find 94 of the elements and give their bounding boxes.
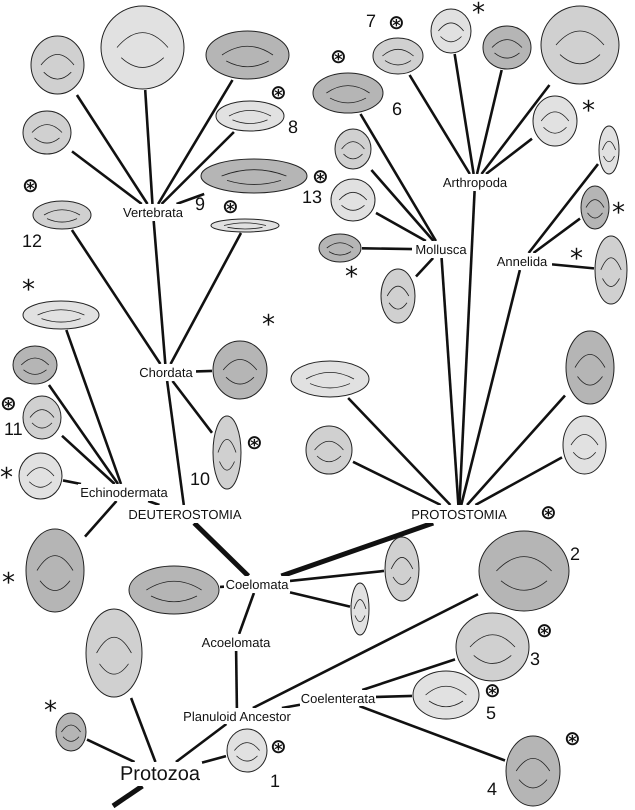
branch-line: [86, 738, 136, 764]
branch-line: [192, 521, 250, 578]
branch-line: [290, 591, 350, 608]
circled-asterisk-mark: ⊛: [536, 620, 553, 640]
asterisk-mark: *: [570, 246, 583, 272]
branch-line: [376, 694, 412, 698]
branch-line: [532, 218, 581, 254]
branch-line: [160, 131, 235, 205]
callout-number: 13: [302, 188, 322, 206]
branch-line: [61, 434, 116, 485]
branch-line: [280, 520, 434, 578]
taxon-label: Coelenterata: [300, 690, 376, 706]
asterisk-mark: *: [612, 200, 625, 226]
callout-number: 3: [530, 650, 540, 668]
branch-line: [166, 380, 186, 506]
branch-line: [234, 650, 238, 708]
asterisk-mark: *: [44, 698, 57, 724]
asterisk-mark: *: [582, 98, 595, 124]
callout-number: 7: [366, 12, 376, 30]
branch-line: [480, 84, 550, 175]
branch-line: [347, 397, 452, 506]
branch-line: [148, 500, 160, 506]
branch-line: [238, 592, 256, 634]
callout-number: 4: [487, 780, 498, 798]
asterisk-mark: *: [0, 465, 13, 491]
branch-line: [144, 90, 154, 204]
asterisk-mark: *: [2, 570, 15, 596]
branch-line: [196, 370, 212, 373]
callout-number: 8: [288, 118, 298, 136]
circled-asterisk-mark: ⊛: [540, 502, 557, 522]
taxon-label: Coelomata: [224, 576, 290, 593]
callout-number: 1: [270, 772, 280, 790]
branch-line: [84, 500, 118, 538]
branch-line: [552, 263, 594, 270]
branch-line: [528, 163, 600, 254]
branch-line: [169, 232, 242, 365]
circled-asterisk-mark: ⊛: [312, 166, 329, 186]
branch-line: [65, 330, 122, 484]
asterisk-mark: *: [262, 312, 275, 338]
branch-line: [175, 722, 228, 764]
asterisk-mark: *: [345, 264, 358, 290]
branch-line: [453, 54, 475, 174]
branch-line: [112, 784, 144, 808]
branch-line: [460, 270, 522, 506]
circled-asterisk-mark: ⊛: [484, 680, 501, 700]
branch-line: [476, 70, 503, 174]
branch-line: [171, 380, 214, 434]
branch-line: [290, 570, 384, 582]
branch-line: [152, 220, 167, 364]
branch-line: [176, 192, 205, 206]
branch-line: [375, 212, 427, 242]
circled-asterisk-mark: ⊛: [22, 175, 39, 195]
callout-number: 2: [570, 545, 580, 563]
branch-line: [359, 113, 438, 242]
circled-asterisk-mark: ⊛: [0, 393, 17, 413]
branch-line: [362, 658, 456, 692]
circled-asterisk-mark: ⊛: [222, 196, 239, 216]
callout-number: 6: [392, 100, 402, 118]
branch-line: [48, 384, 120, 485]
circled-asterisk-mark: ⊛: [388, 12, 405, 32]
callout-number: 11: [4, 420, 23, 438]
branch-line: [70, 229, 162, 365]
branch-line: [466, 394, 566, 506]
branch-line: [71, 150, 143, 206]
branch-line: [408, 74, 471, 175]
circled-asterisk-mark: ⊛: [564, 728, 581, 748]
branch-line: [415, 257, 434, 278]
branch-line: [202, 754, 226, 764]
circled-asterisk-mark: ⊛: [270, 736, 287, 756]
branch-line: [474, 456, 563, 506]
branch-line: [440, 258, 460, 506]
callout-number: 5: [486, 704, 496, 722]
callout-number: 12: [22, 232, 42, 250]
branch-line: [130, 698, 157, 762]
callout-number: 10: [190, 470, 210, 488]
branch-line: [282, 704, 300, 710]
asterisk-mark: *: [22, 277, 35, 303]
branch-line: [352, 460, 442, 506]
circled-asterisk-mark: ⊛: [330, 46, 347, 66]
branch-line: [370, 169, 435, 242]
circled-asterisk-mark: ⊛: [246, 432, 263, 452]
taxon-label: Echinodermata: [78, 484, 170, 501]
circled-asterisk-mark: ⊛: [270, 82, 287, 102]
branch-line: [458, 190, 476, 506]
callout-number: 9: [195, 195, 206, 213]
branch-line: [220, 585, 224, 588]
branch-line: [252, 593, 479, 710]
branch-line: [485, 138, 533, 176]
branch-line: [62, 479, 82, 486]
branch-line: [358, 704, 506, 762]
branch-line: [156, 79, 234, 205]
asterisk-mark: *: [472, 0, 485, 26]
branch-line: [76, 94, 149, 205]
branch-line: [362, 247, 412, 250]
